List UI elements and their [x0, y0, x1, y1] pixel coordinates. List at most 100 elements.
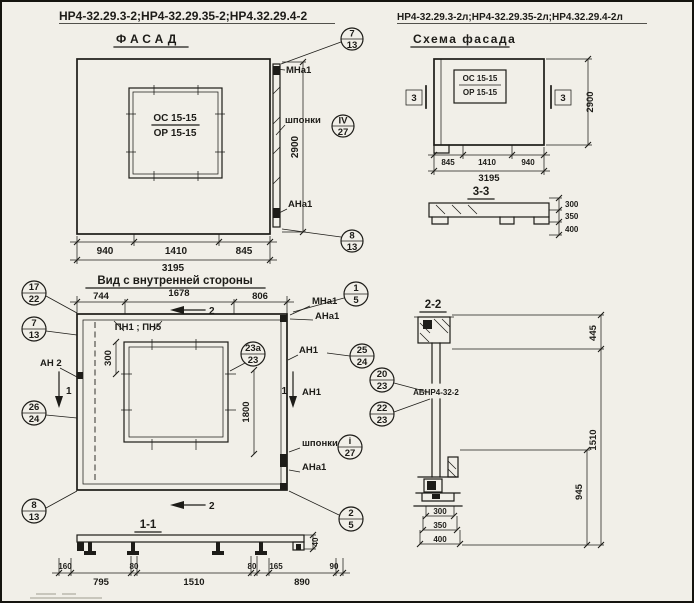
callout-num: IV: [339, 116, 349, 127]
section-1-1: 40 160 795 80 1510 80 165 890 90: [52, 531, 350, 588]
callout-7-13-top: 7 13: [280, 27, 364, 65]
label-ana1-plan: АНа1: [315, 311, 340, 322]
dim-940: 940: [97, 246, 114, 257]
plan-dim-300: 300: [103, 350, 114, 366]
callout-7-13-plan: 7 13: [21, 316, 78, 342]
dim-height-2900: 2900: [290, 135, 301, 158]
callout-1-5: 1 5: [292, 281, 369, 313]
plan-dim-1678: 1678: [168, 288, 189, 299]
marker-label: 2: [209, 306, 215, 317]
callout-17-22: 17 22: [21, 280, 78, 314]
s11-dim-40: 40: [311, 537, 320, 546]
flag-label: 3: [411, 93, 416, 104]
callout-num: 8: [31, 500, 36, 511]
plan-dim-744: 744: [93, 291, 110, 302]
facade-scheme: ОС 15-15 ОР 15-15 3 3 2900 845 1410 940 …: [405, 55, 596, 184]
scheme-dim-940: 940: [521, 158, 535, 167]
facade-window-mark-bottom: ОР 15-15: [154, 128, 197, 139]
callout-8-13-plan: 8 13: [21, 490, 78, 524]
section33-dim-300: 300: [565, 200, 579, 209]
label-ana1b-plan: АНа1: [302, 462, 327, 473]
callout-26-24: 26 24: [21, 400, 78, 426]
marker-label: 2: [209, 501, 215, 512]
callout-num: 1: [353, 283, 359, 294]
callout-den: 5: [348, 520, 354, 531]
callout-num: 23а: [245, 343, 262, 354]
callout-den: 13: [29, 330, 40, 341]
callout-num: 8: [349, 231, 354, 242]
callout-2-5: 2 5: [288, 490, 364, 532]
s22-dim-350: 350: [433, 521, 447, 530]
plan-caption-1-1: 1-1: [140, 519, 157, 531]
marker-label: 1: [281, 386, 287, 397]
callout-den: 27: [345, 448, 356, 459]
callout-num: 7: [349, 29, 354, 40]
section-marker-1-left: 1: [55, 371, 72, 408]
scheme-dim-2900: 2900: [585, 91, 596, 112]
section-marker-2-top: 2: [170, 306, 215, 317]
s11-dim-795: 795: [93, 577, 110, 588]
section-flag-3-right: 3: [550, 85, 572, 109]
label-mna1-plan: МНа1: [312, 296, 338, 307]
callout-num: 2: [348, 508, 353, 519]
s11-dim-165: 165: [269, 562, 283, 571]
scheme-window-mark-top: ОС 15-15: [463, 74, 498, 83]
sheet-headers: НР4-32.29.3-2;НР4-32.29.35-2;НР4.32.29.4…: [59, 9, 647, 48]
callout-num: i: [349, 436, 352, 447]
s11-dim-80a: 80: [130, 562, 139, 571]
plan-dim-806: 806: [252, 291, 268, 302]
s11-dim-90: 90: [330, 562, 339, 571]
section-2-2-label: 2-2: [425, 299, 442, 311]
s22-dim-1510: 1510: [588, 429, 599, 450]
dim-total-3195: 3195: [162, 263, 185, 274]
section-3-3-label: 3-3: [473, 186, 490, 198]
callout-num: 20: [377, 369, 388, 380]
callout-8-13-bottom: 8 13: [281, 228, 364, 253]
section33-dim-350: 350: [565, 212, 579, 221]
callout-den: 24: [29, 414, 40, 425]
plan-dim-1800: 1800: [241, 401, 252, 422]
section-flag-3-left: 3: [405, 85, 427, 109]
callout-den: 24: [357, 357, 368, 368]
facade-caption: Вид с внутренней стороны: [97, 275, 253, 287]
callout-iv-27-keys: IV 27: [331, 114, 355, 138]
section-marker-2-bottom: 2: [170, 501, 215, 512]
left-header-models: НР4-32.29.3-2;НР4-32.29.35-2;НР4.32.29.4…: [59, 9, 307, 23]
marker-label: 1: [66, 386, 72, 397]
callout-23a-23: 23а 23: [229, 341, 266, 372]
callout-den: 23: [377, 381, 388, 392]
s11-dim-890: 890: [294, 577, 310, 588]
callout-num: 7: [31, 318, 36, 329]
section-3-3: 3-3 300 350 400: [428, 186, 579, 239]
callout-22-23: 22 23: [369, 398, 431, 427]
s22-dim-445: 445: [588, 324, 599, 341]
callout-num: 22: [377, 403, 388, 414]
flag-label: 3: [560, 93, 565, 104]
right-header-title: Схема фасада: [413, 32, 516, 46]
callout-den: 22: [29, 294, 40, 305]
label-an1-mid: АН1: [302, 387, 322, 398]
callout-den: 23: [377, 415, 388, 426]
scheme-dim-1410: 1410: [478, 158, 496, 167]
callout-den: 13: [347, 242, 358, 253]
label-ana1-facade: АНа1: [288, 199, 313, 210]
section-2-2: 2-2 АБНР4-32-2 20 23 22 23: [369, 299, 605, 549]
scheme-window-mark-bottom: ОР 15-15: [463, 88, 498, 97]
callout-den: 23: [248, 355, 259, 366]
label-an2: АН 2: [40, 358, 62, 369]
s11-dim-80b: 80: [248, 562, 257, 571]
callout-den: 5: [353, 295, 359, 306]
s11-dim-1510: 1510: [183, 577, 204, 588]
left-header-title: ФАСАД: [116, 32, 180, 46]
s22-dim-400: 400: [433, 535, 447, 544]
callout-25-24: 25 24: [349, 343, 375, 369]
label-pn1-pn5: ПН1 ; ПН5: [115, 322, 162, 333]
callout-den: 13: [29, 512, 40, 523]
s22-dim-945: 945: [574, 483, 585, 500]
scheme-dim-total: 3195: [478, 173, 500, 184]
section-marker-1-right: 1: [281, 371, 297, 408]
callout-den: 13: [347, 40, 358, 51]
callout-i-27: i 27: [337, 434, 363, 460]
